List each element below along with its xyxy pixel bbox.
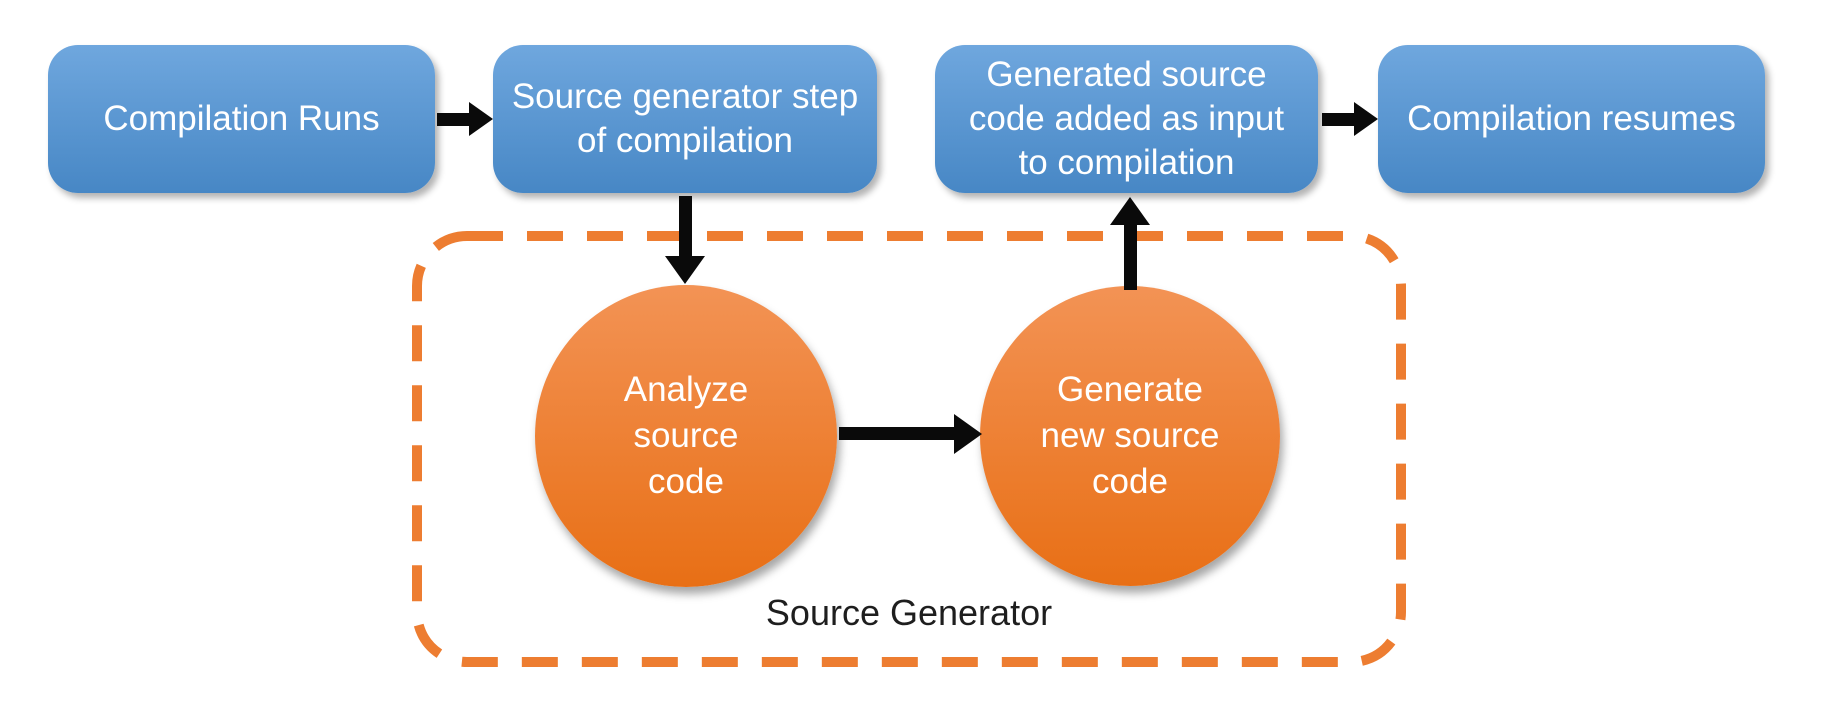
arrow-shaft: [437, 113, 469, 126]
arrow-head: [665, 256, 705, 284]
dashed-border: [412, 231, 1406, 667]
arrow-head: [469, 102, 493, 136]
flow-box-compilation-runs: Compilation Runs: [48, 45, 435, 193]
step-circle-generate-source: Generate new source code: [980, 286, 1280, 586]
arrow-head: [954, 414, 982, 454]
flow-box-label: Source generator step of compilation: [511, 76, 859, 160]
arrow-shaft: [839, 427, 954, 440]
step-circle-label: Analyze source code: [623, 369, 749, 502]
flow-box-source-generator-step: Source generator step of compilation: [493, 45, 877, 193]
arrow-shaft: [1322, 113, 1354, 126]
flow-box-label: Generated source code added as input to …: [968, 54, 1285, 183]
source-generator-label: Source Generator: [765, 592, 1053, 633]
step-circle-analyze-source: Analyze source code: [535, 285, 837, 587]
arrow-shaft: [1124, 224, 1137, 290]
flow-box-compilation-resumes: Compilation resumes: [1378, 45, 1765, 193]
arrow-head: [1110, 197, 1150, 225]
flow-box-label: Compilation resumes: [1407, 98, 1736, 138]
source-generator-boundary: [412, 231, 1406, 667]
arrow-shaft: [679, 196, 692, 256]
flow-box-generated-source-added: Generated source code added as input to …: [935, 45, 1318, 193]
flow-box-label: Compilation Runs: [103, 98, 380, 138]
step-circle-label: Generate new source code: [1040, 369, 1220, 502]
arrow-head: [1354, 102, 1378, 136]
